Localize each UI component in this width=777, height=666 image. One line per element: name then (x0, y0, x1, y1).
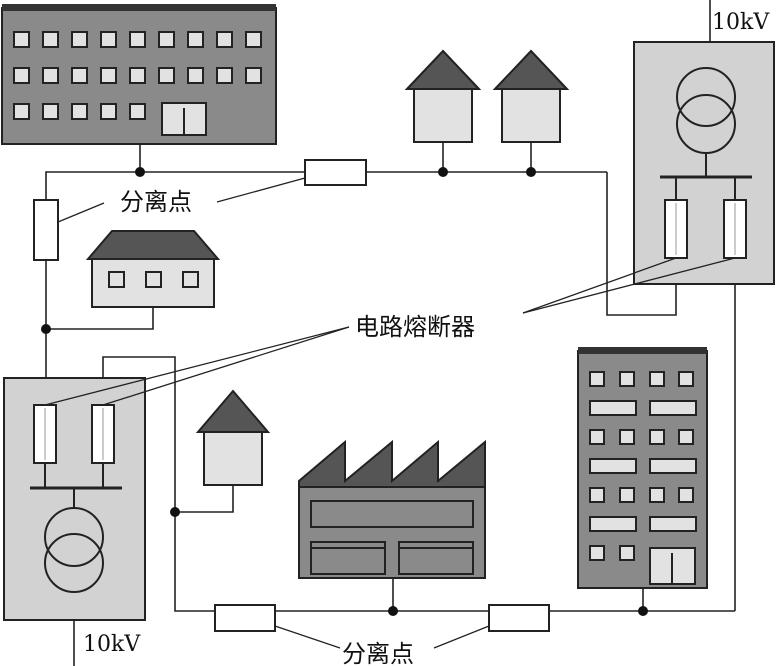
window (649, 487, 665, 503)
window (678, 429, 694, 445)
window (71, 103, 88, 120)
window (649, 400, 697, 416)
leader-lines (44, 177, 736, 649)
window (100, 103, 117, 120)
junction-dots (41, 167, 648, 616)
window (129, 31, 146, 48)
isolator-top-right (304, 159, 367, 186)
voltage-label-top: 10kV (712, 10, 770, 35)
window (71, 31, 88, 48)
window (619, 429, 635, 445)
office-building-top-left (1, 4, 277, 145)
voltage-label-bottom: 10kV (83, 632, 141, 657)
window (71, 67, 88, 84)
isolation-point-label-bottom: 分离点 (342, 640, 414, 666)
window (216, 31, 233, 48)
window (158, 67, 175, 84)
window (245, 67, 262, 84)
window (619, 371, 635, 387)
window (649, 371, 665, 387)
window (42, 103, 59, 120)
window (13, 103, 30, 120)
window (589, 545, 605, 561)
substation-top-right (633, 41, 775, 285)
isolator-left (33, 199, 59, 261)
window (619, 487, 635, 503)
fuse-label: 电路熔断器 (355, 313, 475, 341)
window (589, 516, 637, 532)
isolation-point-label-top: 分离点 (120, 188, 192, 216)
window (42, 31, 59, 48)
isolator-bottom-left (214, 604, 276, 632)
tower-building (577, 347, 708, 589)
window (158, 31, 175, 48)
window (42, 67, 59, 84)
window (589, 487, 605, 503)
isolator-bottom-right (488, 604, 550, 632)
window (649, 516, 697, 532)
house-bottom-small (195, 389, 271, 486)
window (129, 67, 146, 84)
window (13, 67, 30, 84)
window (678, 371, 694, 387)
window (13, 31, 30, 48)
house-top-2 (492, 49, 570, 143)
window (100, 67, 117, 84)
window (245, 31, 262, 48)
house-mid-left (85, 230, 221, 308)
window (589, 400, 637, 416)
window (649, 429, 665, 445)
window (129, 103, 146, 120)
window (649, 458, 697, 474)
isolation-switches (33, 159, 550, 632)
window (619, 545, 635, 561)
substation-bottom-left (3, 377, 146, 621)
window (589, 371, 605, 387)
window (187, 67, 204, 84)
transformer-symbol (44, 507, 104, 593)
window (216, 67, 233, 84)
house-top-1 (404, 49, 482, 143)
window (589, 458, 637, 474)
window (678, 487, 694, 503)
window (187, 31, 204, 48)
factory (298, 439, 486, 579)
window (100, 31, 117, 48)
window (589, 429, 605, 445)
